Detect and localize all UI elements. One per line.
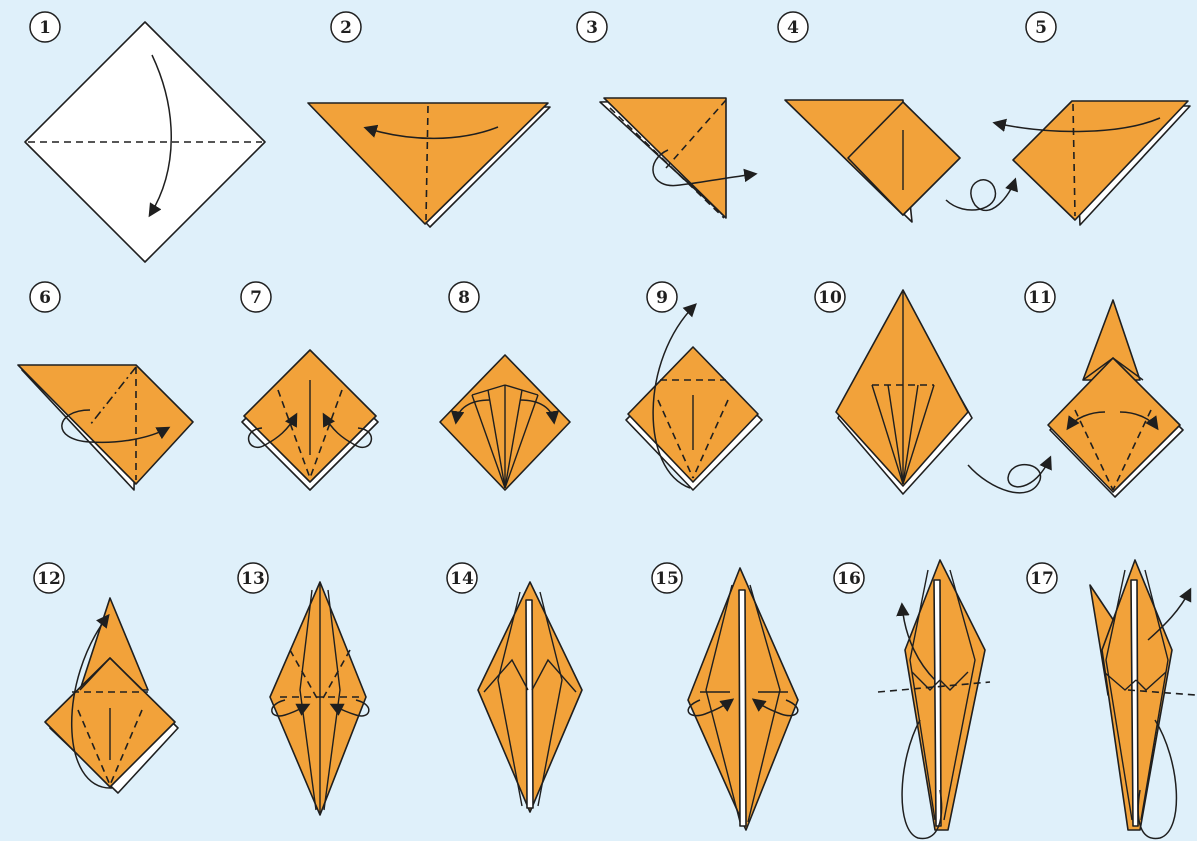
step-2-figure bbox=[308, 103, 550, 227]
step-number-badge: 2 bbox=[331, 12, 361, 42]
step-5-figure bbox=[995, 101, 1190, 225]
step-number-badge: 12 bbox=[34, 563, 64, 593]
svg-text:6: 6 bbox=[39, 288, 51, 308]
step-10: 10 bbox=[815, 282, 972, 494]
step-6-figure bbox=[18, 365, 193, 490]
step-8-figure bbox=[440, 355, 570, 490]
step-number-badge: 1 bbox=[30, 12, 60, 42]
step-number-badge: 6 bbox=[30, 282, 60, 312]
step-2: 2 bbox=[308, 12, 550, 227]
step-13: 13 bbox=[238, 563, 369, 815]
step-3: 3 bbox=[577, 12, 755, 218]
svg-text:17: 17 bbox=[1030, 569, 1054, 589]
svg-text:10: 10 bbox=[818, 288, 842, 308]
step-number-badge: 16 bbox=[834, 563, 864, 593]
step-14-figure bbox=[478, 582, 582, 812]
step-12: 12 bbox=[34, 563, 178, 793]
step-9: 9 bbox=[626, 282, 762, 490]
step-10-figure bbox=[836, 290, 972, 494]
step-7-figure bbox=[242, 350, 378, 490]
step-number-badge: 17 bbox=[1027, 563, 1057, 593]
step-17-figure bbox=[1090, 560, 1196, 838]
step-number-badge: 7 bbox=[241, 282, 271, 312]
step-6: 6 bbox=[18, 282, 193, 490]
svg-text:11: 11 bbox=[1028, 288, 1052, 308]
svg-text:12: 12 bbox=[37, 569, 61, 589]
svg-text:3: 3 bbox=[586, 18, 598, 38]
step-7: 7 bbox=[241, 282, 378, 490]
step-17: 17 bbox=[1027, 560, 1196, 838]
svg-text:13: 13 bbox=[241, 569, 265, 589]
step-4: 4 bbox=[778, 12, 1015, 222]
svg-text:16: 16 bbox=[837, 569, 861, 589]
step-11-figure bbox=[968, 300, 1183, 497]
step-number-badge: 8 bbox=[449, 282, 479, 312]
step-number-badge: 3 bbox=[577, 12, 607, 42]
step-15-figure bbox=[688, 568, 798, 830]
svg-text:9: 9 bbox=[656, 288, 668, 308]
step-3-figure bbox=[600, 98, 755, 218]
step-number-badge: 5 bbox=[1026, 12, 1056, 42]
step-number-badge: 15 bbox=[652, 563, 682, 593]
step-4-figure bbox=[785, 100, 1015, 222]
step-8: 8 bbox=[440, 282, 570, 490]
svg-text:2: 2 bbox=[340, 18, 352, 38]
step-12-figure bbox=[45, 598, 178, 793]
svg-text:7: 7 bbox=[250, 288, 262, 308]
svg-text:14: 14 bbox=[450, 569, 474, 589]
step-1-figure bbox=[25, 22, 265, 262]
step-5: 5 bbox=[995, 12, 1190, 225]
step-number-badge: 4 bbox=[778, 12, 808, 42]
step-9-figure bbox=[626, 305, 762, 490]
step-15: 15 bbox=[652, 563, 798, 830]
step-number-badge: 11 bbox=[1025, 282, 1055, 312]
svg-text:5: 5 bbox=[1035, 18, 1047, 38]
svg-text:1: 1 bbox=[39, 18, 51, 38]
step-13-figure bbox=[270, 582, 369, 815]
svg-text:15: 15 bbox=[655, 569, 679, 589]
step-11: 11 bbox=[968, 282, 1183, 497]
step-number-badge: 14 bbox=[447, 563, 477, 593]
step-1: 1 bbox=[25, 12, 265, 262]
step-number-badge: 10 bbox=[815, 282, 845, 312]
step-number-badge: 9 bbox=[647, 282, 677, 312]
svg-text:4: 4 bbox=[787, 18, 799, 38]
step-14: 14 bbox=[447, 563, 582, 812]
svg-text:8: 8 bbox=[458, 288, 470, 308]
step-16: 16 bbox=[834, 560, 990, 838]
step-16-figure bbox=[878, 560, 990, 838]
step-number-badge: 13 bbox=[238, 563, 268, 593]
